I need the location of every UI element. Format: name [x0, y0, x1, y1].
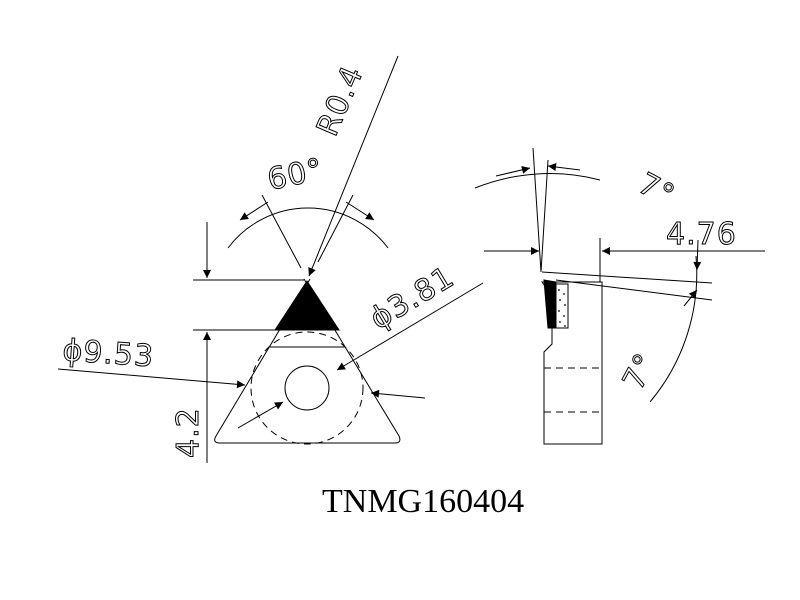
clearance-side-label: 7°: [616, 347, 664, 395]
cutting-tip: [274, 280, 340, 331]
inscribed-circle: [250, 331, 364, 445]
coating-layer: [555, 283, 569, 329]
top-view: [57, 55, 484, 463]
part-designation: TNMG160404: [322, 483, 524, 520]
center-hole: [284, 365, 330, 411]
corner-radius-label: R0.4: [310, 61, 371, 141]
clearance-top-label: 7°: [632, 166, 680, 214]
angle-tip-label: 60°: [264, 152, 326, 198]
triangle-outline: [214, 278, 401, 444]
side-view: [474, 147, 765, 445]
thickness-label: 4.76: [666, 217, 737, 252]
inscribed-circle-label: ϕ9.53: [61, 333, 155, 374]
chip-breaker: [543, 279, 557, 329]
height-label: 4.2: [171, 407, 206, 458]
